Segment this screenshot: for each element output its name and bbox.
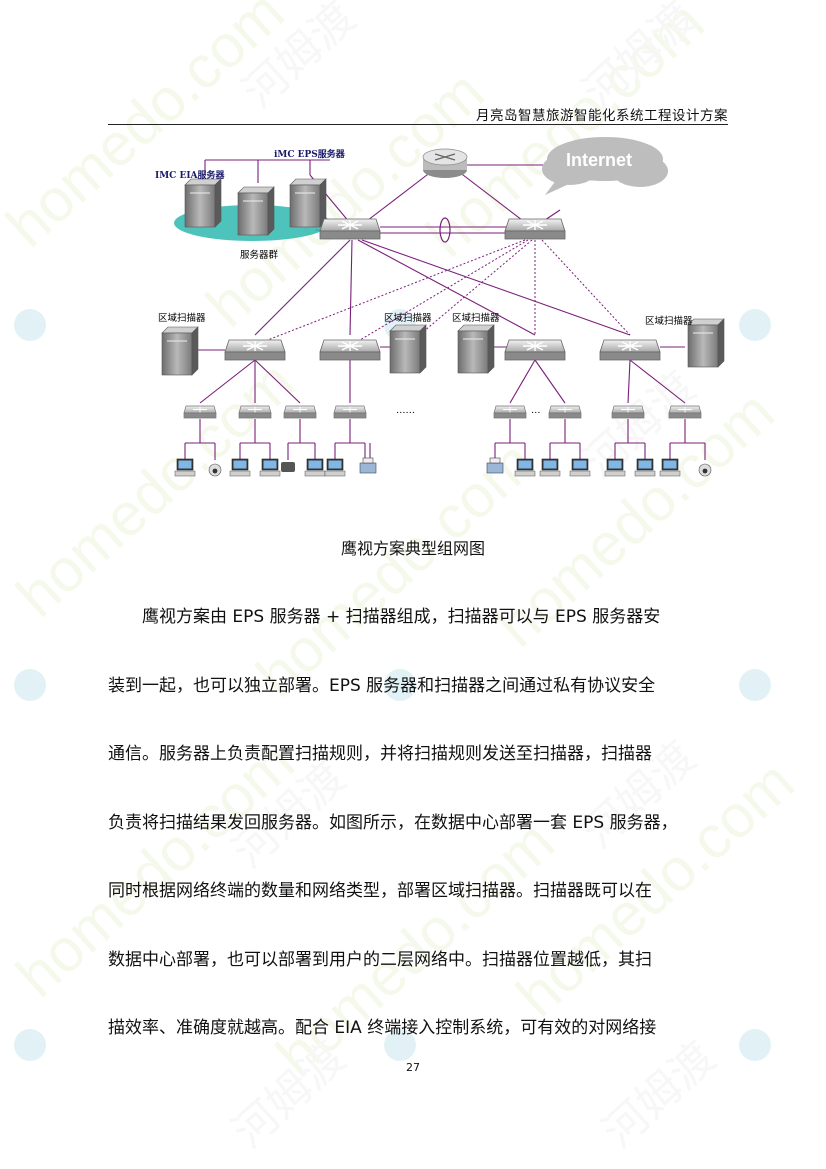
access-switch-icon	[333, 405, 367, 419]
watermark-flower-icon	[14, 669, 46, 701]
terminal-pc-icon	[259, 458, 281, 477]
printer-icon	[486, 457, 504, 474]
access-switch-icon	[611, 405, 645, 419]
terminal-pc-icon	[659, 458, 681, 477]
terminal-pc-icon	[229, 458, 251, 477]
distribution-switch-icon	[319, 339, 381, 361]
access-switch-icon	[548, 405, 582, 419]
camera-icon	[698, 463, 712, 477]
watermark-flower-icon	[14, 1029, 46, 1061]
terminal-pc-icon	[634, 458, 656, 477]
watermark-flower-icon	[14, 309, 46, 341]
terminal-pc-icon	[569, 458, 591, 477]
label-server-group: 服务器群	[240, 249, 279, 261]
label-area-scanner: 区域扫描器	[384, 312, 432, 324]
scanner-server-icon	[687, 318, 725, 368]
scanner-server-icon	[389, 324, 427, 374]
ellipsis: ……	[396, 405, 415, 416]
label-area-scanner: 区域扫描器	[158, 312, 206, 324]
server-icon	[237, 186, 275, 236]
paragraph-line: 数据中心部署，也可以部署到用户的二层网络中。扫描器位置越低，其扫	[108, 949, 652, 970]
figure-caption: 鹰视方案典型组网图	[340, 539, 485, 558]
watermark-cjk: 河姆渡	[573, 0, 705, 118]
router-icon	[422, 148, 468, 178]
phone-icon	[281, 462, 295, 472]
page-header: 月亮岛智慧旅游智能化系统工程设计方案	[476, 108, 728, 124]
terminal-pc-icon	[174, 458, 196, 477]
access-switch-icon	[238, 405, 272, 419]
link-aggregation-mark	[439, 217, 451, 243]
internet-cloud-icon	[542, 137, 668, 195]
terminal-pc-icon	[304, 458, 326, 477]
paragraph-line: 鹰视方案由 EPS 服务器 + 扫描器组成，扫描器可以与 EPS 服务器安	[142, 607, 661, 627]
terminal-pc-icon	[514, 458, 536, 477]
watermark-cjk: 河姆渡	[233, 0, 365, 118]
distribution-switch-icon	[224, 339, 286, 361]
body-paragraph: 鹰视方案由 EPS 服务器 + 扫描器组成，扫描器可以与 EPS 服务器安 装到…	[108, 583, 748, 1063]
camera-icon	[208, 463, 222, 477]
scanner-server-icon	[457, 324, 495, 374]
header-rule	[108, 124, 728, 125]
printer-icon	[359, 457, 377, 474]
access-switch-icon	[183, 405, 217, 419]
distribution-switch-icon	[599, 339, 661, 361]
label-internet: Internet	[566, 150, 632, 170]
access-switch-icon	[493, 405, 527, 419]
paragraph-line: 同时根据网络终端的数量和网络类型，部署区域扫描器。扫描器既可以在	[108, 881, 652, 901]
ellipsis: …	[531, 405, 541, 416]
watermark-flower-icon	[739, 309, 771, 341]
network-diagram: IMC EIA服务器 iMC EPS服务器 服务器群 Internet 区域扫描…	[155, 137, 725, 477]
label-imc-eps-server: iMC EPS服务器	[274, 148, 346, 160]
paragraph-line: 负责将扫描结果发回服务器。如图所示，在数据中心部署一套 EPS 服务器，	[108, 812, 678, 833]
scanner-server-icon	[161, 326, 199, 376]
terminal-pc-icon	[324, 458, 346, 477]
distribution-switch-icon	[504, 339, 566, 361]
core-switch-icon	[504, 218, 566, 240]
access-switch-icon	[283, 405, 317, 419]
label-area-scanner: 区域扫描器	[645, 315, 693, 327]
core-switch-icon	[319, 218, 381, 240]
terminal-pc-icon	[539, 458, 561, 477]
server-icon	[184, 178, 222, 228]
terminal-pc-icon	[604, 458, 626, 477]
label-imc-eia-server: IMC EIA服务器	[155, 169, 226, 181]
paragraph-line: 通信。服务器上负责配置扫描规则，并将扫描规则发送至扫描器，扫描器	[108, 744, 652, 764]
paragraph-line: 描效率、准确度就越高。配合 EIA 终端接入控制系统，可有效的对网络接	[108, 1018, 657, 1038]
paragraph-line: 装到一起，也可以独立部署。EPS 服务器和扫描器之间通过私有协议安全	[108, 675, 656, 696]
label-area-scanner: 区域扫描器	[452, 312, 500, 324]
server-icon	[289, 178, 327, 228]
access-switch-icon	[668, 405, 702, 419]
page-number: 27	[406, 1061, 420, 1074]
